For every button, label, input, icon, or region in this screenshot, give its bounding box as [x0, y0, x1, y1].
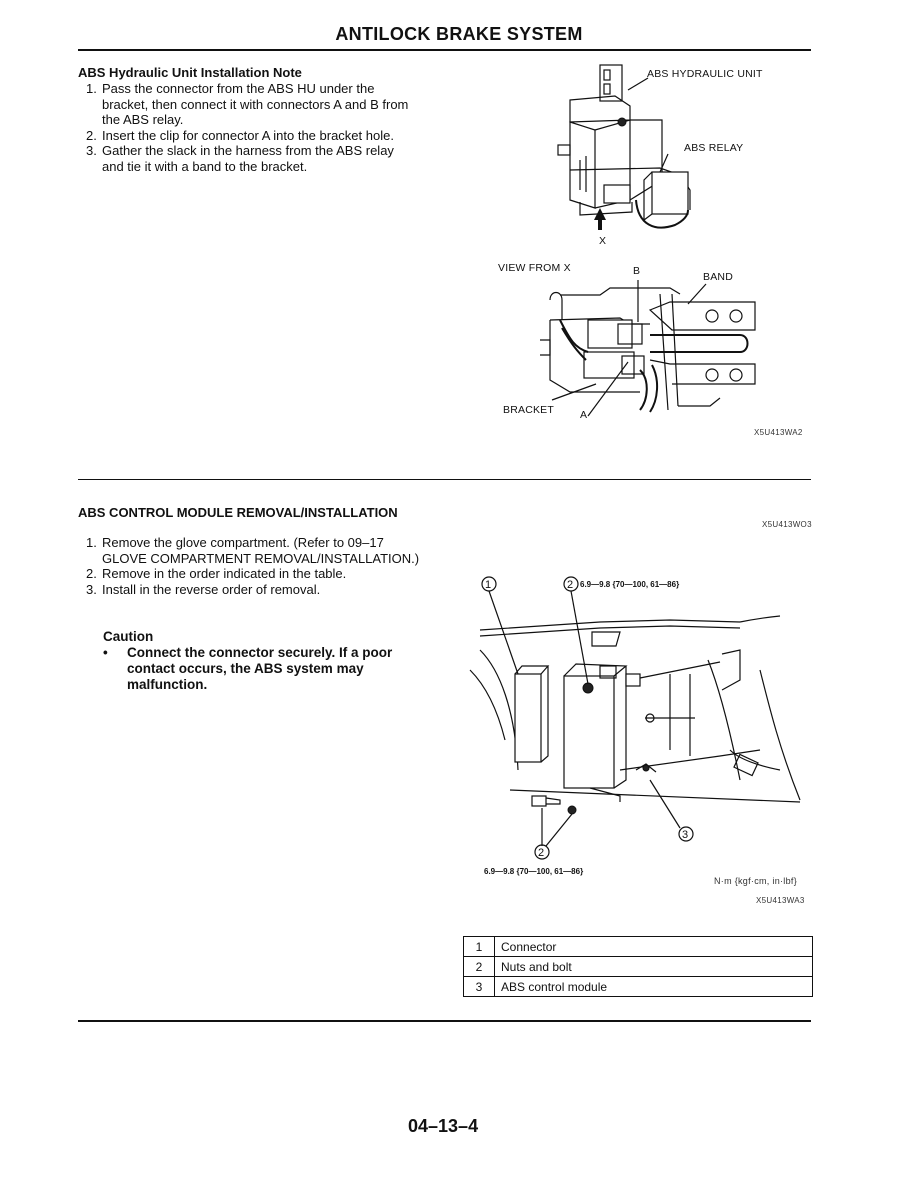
caution-title: Caution [103, 629, 154, 644]
label-a: A [580, 409, 588, 421]
list-item: 3.Gather the slack in the harness from t… [86, 143, 394, 174]
hu-note-steps: 1.Pass the connector from the ABS HU und… [78, 81, 413, 174]
list-item: 3.Install in the reverse order of remova… [86, 581, 321, 597]
figure-code-wo3: X5U413WO3 [762, 520, 812, 529]
table-row: 2 Nuts and bolt [463, 956, 813, 977]
list-item: 2.Insert the clip for connector A into t… [86, 127, 394, 143]
hu-note-heading: ABS Hydraulic Unit Installation Note [78, 65, 302, 80]
header-rule [78, 49, 811, 51]
label-abs-hydraulic-unit: ABS HYDRAULIC UNIT [647, 68, 763, 80]
label-band: BAND [703, 271, 733, 283]
label-x: X [599, 235, 607, 247]
page-title: ANTILOCK BRAKE SYSTEM [335, 24, 583, 44]
module-location-diagram: 1 2 2 3 [469, 576, 801, 860]
torque-units: N·m {kgf·cm, in·lbf} [714, 876, 798, 886]
list-item: 2.Remove in the order indicated in the t… [86, 566, 347, 581]
footer-rule [78, 1020, 811, 1022]
table-row: 3 ABS control module [463, 976, 813, 997]
module-steps: 1.Remove the glove compartment. (Refer t… [78, 535, 428, 597]
label-view-from-x: VIEW FROM X [498, 262, 571, 274]
page-number: 04–13–4 [408, 1116, 479, 1136]
callout-1: 1 [485, 579, 491, 591]
list-item: 1.Remove the glove compartment. (Refer t… [86, 535, 420, 566]
list-item: 1.Pass the connector from the ABS HU und… [86, 81, 409, 127]
callout-2-top: 2 [567, 579, 573, 591]
table-row: 1 Connector [463, 936, 813, 957]
view-from-x-diagram [540, 280, 756, 417]
callout-3: 3 [682, 829, 688, 841]
label-abs-relay: ABS RELAY [684, 142, 744, 154]
torque-spec-bottom: 6.9—9.8 {70—100, 61—86} [484, 867, 584, 876]
callout-2-bottom: 2 [538, 847, 544, 859]
caution-text: Connect the connector securely. If a poo… [127, 645, 393, 692]
figure-code-wa3: X5U413WA3 [756, 896, 805, 905]
figure-code-wa2: X5U413WA2 [754, 428, 803, 437]
torque-spec-top: 6.9—9.8 {70—100, 61—86} [580, 580, 680, 589]
label-b: B [633, 265, 641, 277]
module-section-heading: ABS CONTROL MODULE REMOVAL/INSTALLATION [78, 505, 398, 520]
parts-table: 1 Connector 2 Nuts and bolt 3 ABS contro… [463, 936, 813, 997]
caution-bullet: • [103, 645, 108, 660]
section-divider [78, 479, 811, 480]
hu-isometric-diagram [557, 64, 691, 230]
label-bracket: BRACKET [503, 404, 554, 416]
